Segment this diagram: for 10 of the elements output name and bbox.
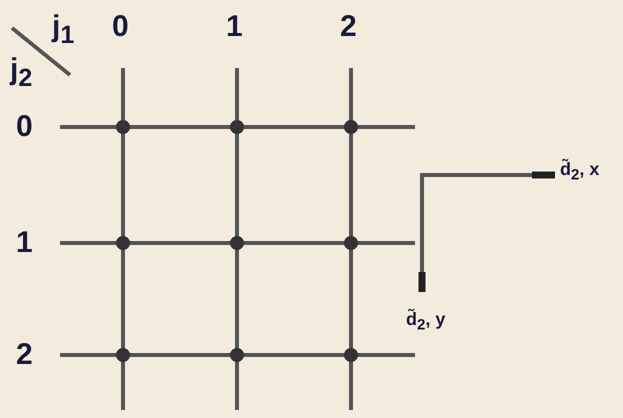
index-label: j$_{2}$ — [10, 55, 32, 91]
row-index: 1 — [16, 228, 33, 258]
row-index: 2 — [16, 340, 33, 370]
direction-label: d̃$_{2}$, x — [560, 160, 600, 183]
column-index: 2 — [340, 12, 357, 42]
row-index: 0 — [16, 112, 33, 142]
column-index: 0 — [112, 12, 129, 42]
direction-label: d̃$_{2}$, y — [406, 310, 446, 333]
column-index: 1 — [226, 12, 243, 42]
index-label: j$_{1}$ — [52, 12, 74, 48]
